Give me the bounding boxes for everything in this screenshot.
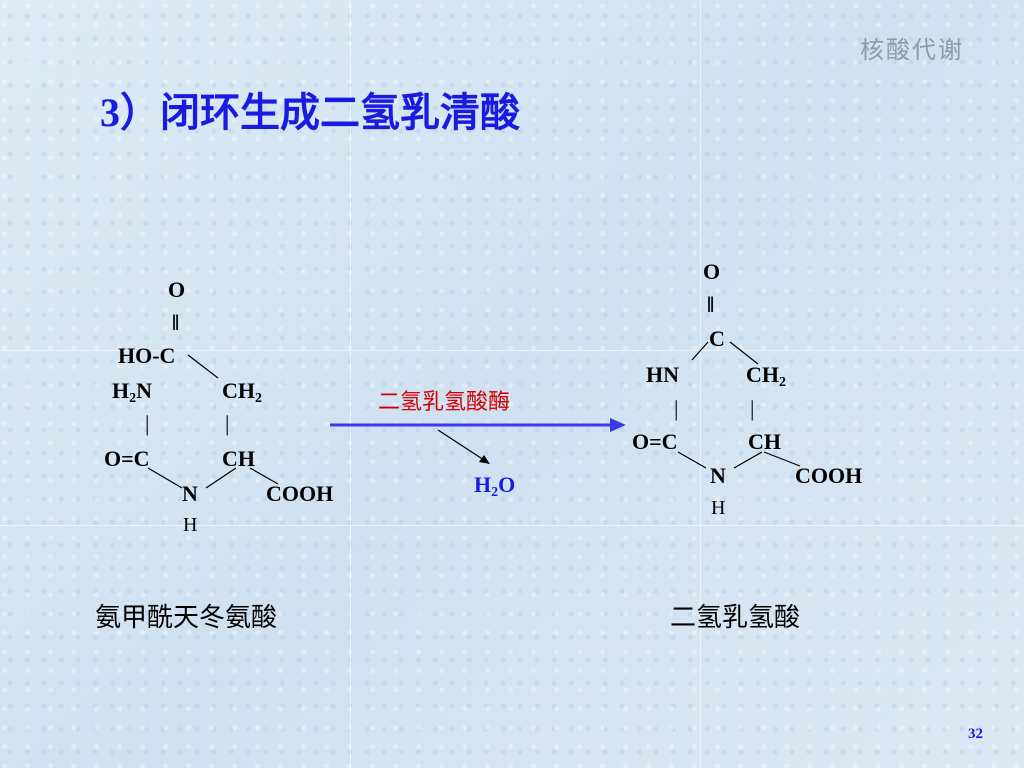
- atom-ch: CH: [748, 429, 781, 454]
- background-gridline: [350, 0, 351, 768]
- atom-o: O: [168, 277, 186, 302]
- bond-line: [763, 451, 801, 467]
- byproduct-arrow: [437, 429, 485, 461]
- atom-o-eq-c: O=C: [104, 446, 150, 471]
- double-bond: ‖: [707, 292, 715, 317]
- atom-cooh: COOH: [266, 481, 334, 506]
- single-bond: |: [674, 396, 679, 421]
- page-number: 32: [968, 726, 983, 742]
- atom-h2n: H2N: [112, 378, 153, 406]
- background-gridline: [0, 525, 1024, 526]
- byproduct-arrow-head: [479, 455, 490, 464]
- bond-line: [691, 341, 709, 361]
- bond-line: [249, 467, 279, 485]
- reaction-arrow-head: [610, 418, 626, 432]
- bond-line: [729, 341, 759, 365]
- single-bond: |: [145, 411, 150, 436]
- single-bond: |: [225, 411, 230, 436]
- slide-title: 3）闭环生成二氢乳清酸: [100, 80, 520, 138]
- reactant-name: 氨甲酰天冬氨酸: [95, 603, 278, 633]
- atom-h: H: [711, 497, 726, 519]
- atom-h: H: [183, 514, 198, 536]
- single-bond: |: [750, 396, 755, 421]
- background-gridline: [0, 350, 1024, 351]
- bond-line: [677, 451, 707, 469]
- atom-ch: CH: [222, 446, 255, 471]
- atom-cooh: COOH: [795, 463, 863, 488]
- enzyme-label: 二氢乳氢酸酶: [378, 390, 511, 415]
- atom-o: O: [703, 259, 721, 284]
- atom-ch2: CH2: [222, 378, 262, 406]
- atom-ch2: CH2: [746, 362, 786, 390]
- section-label: 核酸代谢: [860, 36, 964, 64]
- background-gridline: [700, 0, 701, 768]
- title-number: 3）: [100, 90, 160, 135]
- bond-line: [733, 451, 763, 469]
- atom-ho-c: HO-C: [118, 343, 176, 368]
- title-text: 闭环生成二氢乳清酸: [160, 90, 520, 136]
- bond-line: [205, 467, 237, 489]
- atom-n: N: [182, 481, 198, 506]
- water-byproduct: H2O: [474, 472, 516, 500]
- product-name: 二氢乳氢酸: [670, 603, 801, 633]
- double-bond: ‖: [172, 310, 180, 335]
- atom-hn: HN: [646, 362, 679, 387]
- bond-line: [147, 467, 183, 489]
- atom-o-eq-c: O=C: [632, 429, 678, 454]
- bond-line: [187, 354, 219, 379]
- atom-n: N: [710, 463, 726, 488]
- atom-c: C: [709, 326, 725, 351]
